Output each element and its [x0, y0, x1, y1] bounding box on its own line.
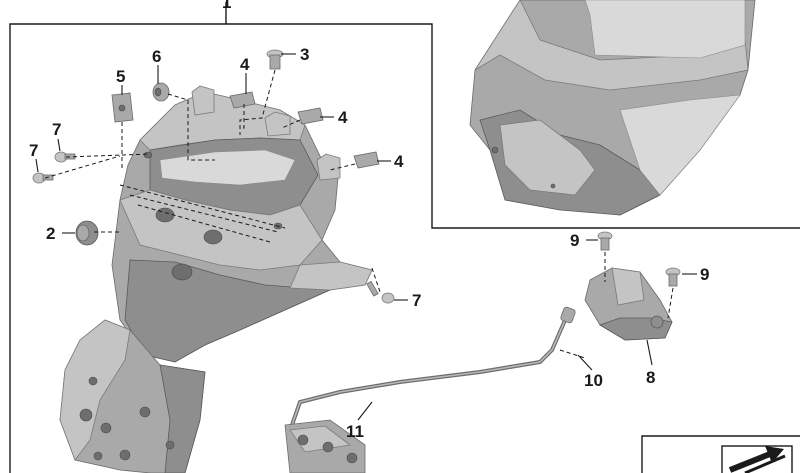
screw-9a [597, 231, 613, 251]
callout-8: 8 [646, 368, 655, 387]
main-bracket-housing [111, 85, 373, 363]
top-marker-label: 1 [222, 0, 231, 12]
callout-9b: 9 [700, 265, 709, 284]
sensor-cable-11 [284, 306, 576, 473]
clip-nut-5 [111, 92, 134, 123]
callout-10: 10 [584, 371, 603, 390]
callout-5: 5 [116, 67, 125, 86]
callout-11: 11 [346, 422, 364, 441]
callout-4c: 4 [394, 152, 404, 171]
screw-9b [665, 267, 681, 287]
callout-7c: 7 [412, 291, 421, 310]
switch-bracket-8 [584, 267, 673, 341]
assembly-group-frame [9, 23, 800, 473]
clip-nut-4c [353, 151, 380, 169]
leader-lines [35, 53, 697, 421]
screw-7a [32, 172, 54, 184]
rubber-grommet-2 [75, 220, 99, 246]
exploded-view-symbol [641, 435, 800, 473]
callout-2: 2 [46, 224, 55, 243]
grommet-6 [152, 82, 170, 102]
clip-nut-4a [229, 91, 256, 109]
assembly-lines [44, 69, 674, 359]
callout-4a: 4 [240, 55, 250, 74]
callout-3: 3 [300, 45, 309, 64]
exploded-view-arrow-icon [728, 446, 786, 473]
callout-7a: 7 [52, 120, 61, 139]
screw-7c [366, 280, 395, 304]
screw-3 [266, 49, 284, 70]
lower-mounting-plate [59, 319, 206, 473]
rear-cover-part [469, 0, 756, 216]
clip-nut-4b [297, 107, 324, 125]
callout-6: 6 [152, 47, 161, 66]
screw-7b [54, 151, 76, 163]
callout-4b: 4 [338, 108, 348, 127]
callout-7b: 7 [29, 141, 38, 160]
callout-9a: 9 [570, 231, 579, 250]
